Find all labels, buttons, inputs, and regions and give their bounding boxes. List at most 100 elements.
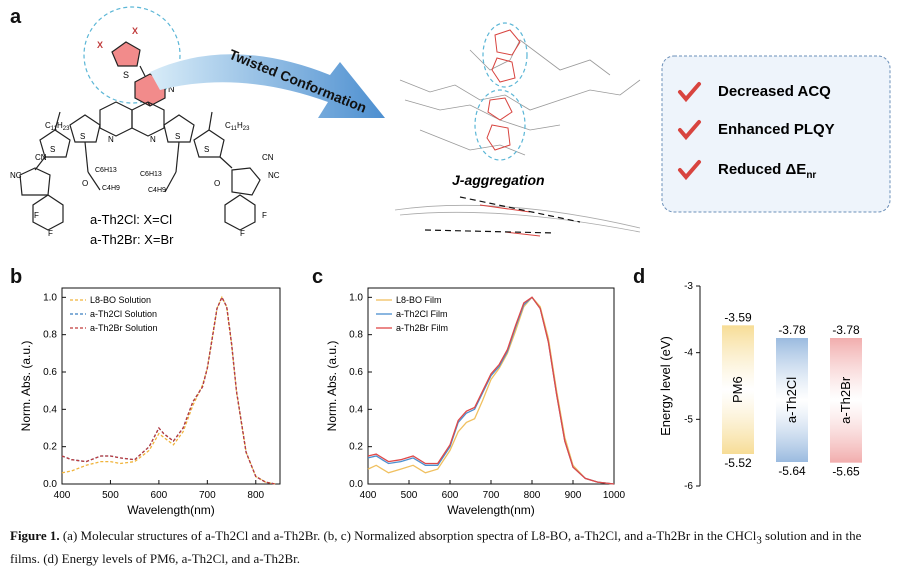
y-tick-label: 1.0	[349, 292, 363, 303]
feature-item-3: Reduced ΔEnr	[678, 160, 816, 181]
alkyl-c6h13-right: C6H13	[140, 171, 162, 178]
x-tick-label: 700	[199, 490, 216, 501]
y-tick-label: -3	[684, 281, 693, 292]
j-agg-dash-2	[424, 229, 556, 234]
x-tick-label: 800	[524, 490, 541, 501]
series-line	[367, 296, 615, 485]
atom-s-1: S	[50, 145, 55, 154]
legend-label: a-Th2Cl Solution	[90, 309, 157, 319]
energy-bar	[722, 325, 754, 454]
y-tick-label: 0.6	[349, 367, 363, 378]
panel-letter-a: a	[10, 6, 22, 28]
features-box	[661, 55, 891, 213]
check-icon	[678, 160, 701, 181]
lumo-label: -3.59	[724, 310, 752, 324]
atom-o-right: O	[214, 179, 220, 188]
substituent-highlight-circle	[83, 6, 181, 104]
y-tick-label: 0.4	[43, 404, 57, 415]
atom-n-pyrazine: N	[168, 84, 175, 94]
x-tick-label: 700	[483, 490, 500, 501]
panel-letter-b: b	[10, 266, 23, 288]
x-tick-label: 400	[360, 490, 377, 501]
feature-label: Decreased ACQ	[718, 83, 831, 100]
backbone	[19, 101, 261, 231]
legend-label: a-Th2Cl Film	[396, 309, 448, 319]
atom-f-right-2: F	[240, 229, 245, 238]
check-icon	[678, 120, 701, 141]
atom-f-right-1: F	[262, 211, 267, 220]
x-tick-label: 500	[102, 490, 119, 501]
y-tick-label: 0.2	[43, 442, 57, 453]
twisted-conformation-arrow	[150, 54, 385, 118]
y-axis-label: Energy level (eV)	[658, 336, 673, 436]
y-tick-label: 0.0	[349, 479, 363, 490]
feature-item-1: Decreased ACQ	[678, 82, 831, 103]
legend-label: L8-BO Film	[396, 295, 442, 305]
lumo-label: -3.78	[778, 323, 806, 337]
aggregation-circle-bottom	[474, 89, 526, 161]
feature-label: Enhanced PLQY	[718, 121, 835, 138]
y-axis-label: Norm. Abs. (a.u.)	[325, 341, 339, 432]
j-agg-dash-1	[459, 196, 581, 223]
x-tick-label: 800	[247, 490, 264, 501]
atom-x-top: X	[132, 26, 138, 36]
aggregation-red-units	[479, 29, 541, 237]
x-tick-label: 500	[401, 490, 418, 501]
atom-x-left: X	[97, 40, 103, 50]
material-label: a-Th2Br	[838, 376, 853, 424]
y-tick-label: 0.6	[43, 367, 57, 378]
y-tick-label: 1.0	[43, 292, 57, 303]
x-tick-label: 600	[442, 490, 459, 501]
homo-label: -5.65	[832, 465, 860, 479]
alkyl-c11h23-right: C11H23	[225, 121, 250, 132]
legend-label: L8-BO Solution	[90, 295, 151, 305]
x-axis-label: Wavelength(nm)	[447, 503, 535, 517]
feature-item-2: Enhanced PLQY	[678, 120, 835, 141]
material-label: PM6	[730, 376, 745, 403]
plot-frame	[61, 287, 281, 485]
atom-s-4: S	[204, 145, 209, 154]
check-icon	[678, 82, 701, 103]
atom-cn-left: CN	[35, 153, 47, 162]
caption-text: (a) Molecular structures of a-Th2Cl and …	[59, 528, 757, 543]
x-tick-label: 1000	[603, 490, 626, 501]
alkyl-c6h13-left: C6H13	[95, 167, 117, 174]
x-axis-label: Wavelength(nm)	[127, 503, 215, 517]
atom-nc-right: NC	[268, 171, 280, 180]
atom-cn-right: CN	[262, 153, 274, 162]
atom-nc-left: NC	[10, 171, 22, 180]
series-line	[61, 295, 276, 485]
compound-label-cl: a-Th2Cl: X=Cl	[90, 212, 172, 227]
compound-label-br: a-Th2Br: X=Br	[90, 232, 174, 247]
caption-text-2: solution and in the films. (d) Energy le…	[10, 528, 862, 566]
panel-a-figure: X X S N Twisted Conformation S S S	[10, 6, 891, 247]
y-tick-label: -6	[684, 481, 693, 492]
thiophene-ring	[111, 41, 141, 67]
lumo-label: -3.78	[832, 323, 860, 337]
atom-o-left: O	[82, 179, 88, 188]
series-line	[367, 296, 615, 485]
y-tick-label: 0.8	[43, 330, 57, 341]
aggregation-circle-top	[482, 22, 528, 88]
y-tick-label: -5	[684, 414, 693, 425]
atom-s-2: S	[80, 132, 85, 141]
panel-letter-d: d	[633, 266, 646, 288]
energy-bar	[830, 338, 862, 463]
alkyl-c11h23-left: C11H23	[45, 121, 70, 132]
homo-label: -5.64	[778, 464, 806, 478]
y-axis-label: Norm. Abs. (a.u.)	[19, 341, 33, 432]
figure-caption: Figure 1. (a) Molecular structures of a-…	[10, 527, 890, 568]
y-tick-label: 0.8	[349, 330, 363, 341]
aggregation-label: J-aggregation	[452, 172, 545, 188]
x-tick-label: 900	[565, 490, 582, 501]
caption-label: Figure 1.	[10, 528, 60, 543]
series-line	[61, 295, 276, 485]
alkyl-c4h9-left: C4H9	[102, 185, 120, 192]
homo-label: -5.52	[724, 456, 752, 470]
y-tick-label: 0.4	[349, 404, 363, 415]
y-tick-label: 0.0	[43, 479, 57, 490]
legend-label: a-Th2Br Film	[396, 323, 448, 333]
panel-letter-c: c	[312, 266, 324, 288]
